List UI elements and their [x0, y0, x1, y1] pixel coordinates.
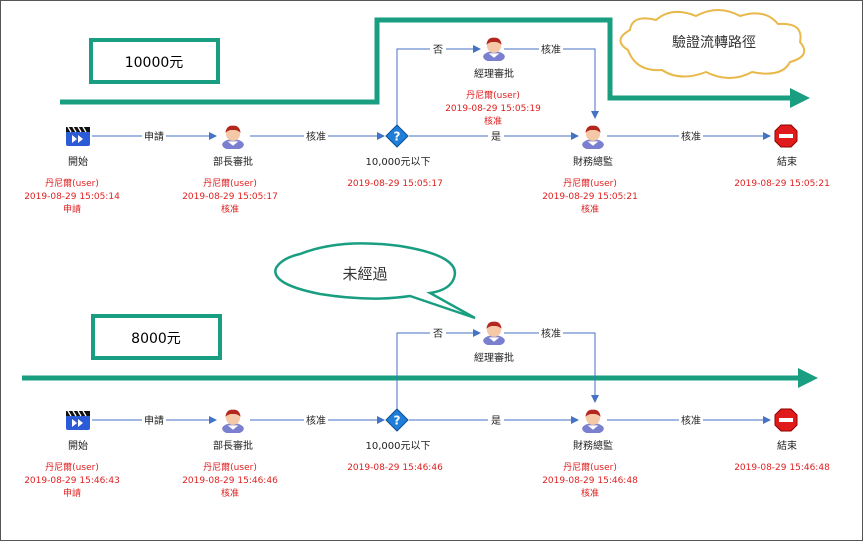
bottom-gate-time: 2019-08-29 15:46:46 — [347, 463, 443, 473]
top-fin-time: 2019-08-29 15:05:21 — [542, 192, 638, 202]
bottom-start-time: 2019-08-29 15:46:43 — [24, 476, 120, 486]
question-diamond-icon[interactable] — [385, 408, 409, 432]
top-amount-label: 10000元 — [125, 55, 184, 71]
bottom-dept-user: 丹尼爾(user) — [203, 462, 257, 473]
bottom-dept-label: 部長審批 — [213, 439, 253, 452]
bottom-edge-no — [396, 329, 481, 409]
bottom-flow: 8000元 未經過 申請 核准 是 否 核准 核准 開始 丹尼爾(user) 2… — [22, 242, 830, 499]
question-diamond-icon[interactable] — [385, 124, 409, 148]
top-fin-label: 財務總監 — [573, 155, 613, 168]
bottom-edge-approve3-label: 核准 — [681, 414, 701, 427]
user-person-icon[interactable] — [582, 125, 604, 150]
top-edge-approve3-label: 核准 — [681, 130, 701, 143]
bottom-fin-time: 2019-08-29 15:46:48 — [542, 476, 638, 486]
bottom-gate-label: 10,000元以下 — [366, 441, 431, 452]
bottom-amount-box — [91, 314, 222, 360]
top-edge-yes-label: 是 — [491, 131, 501, 143]
top-cloud — [619, 9, 806, 79]
top-edge-no-label: 否 — [433, 44, 443, 56]
bottom-bubble-label: 未經過 — [342, 265, 387, 283]
top-edge-approve2 — [504, 48, 599, 119]
stop-sign-icon[interactable] — [774, 124, 798, 148]
top-dept-action: 核准 — [221, 203, 239, 215]
user-person-icon[interactable] — [483, 321, 505, 346]
top-dept-label: 部長審批 — [213, 155, 253, 168]
bottom-start-action: 申請 — [63, 487, 81, 499]
user-person-icon[interactable] — [222, 409, 244, 434]
bottom-mgr-label: 經理審批 — [474, 351, 514, 364]
top-start-action: 申請 — [63, 203, 81, 215]
bottom-edge-apply-label: 申請 — [144, 414, 164, 427]
top-edge-apply-label: 申請 — [144, 130, 164, 143]
bottom-dept-action: 核准 — [221, 487, 239, 499]
bottom-teal-arrowhead — [798, 368, 818, 388]
bottom-fin-user: 丹尼爾(user) — [563, 462, 617, 473]
top-mgr-time: 2019-08-29 15:05:19 — [445, 104, 541, 114]
top-dept-user: 丹尼爾(user) — [203, 178, 257, 189]
top-edge-approve2-label: 核准 — [541, 43, 561, 56]
top-gate-label: 10,000元以下 — [366, 157, 431, 168]
top-fin-action: 核准 — [581, 203, 599, 215]
top-mgr-action: 核准 — [484, 115, 502, 127]
bottom-edge-approve1-label: 核准 — [306, 414, 326, 427]
bottom-edge-yes-label: 是 — [491, 415, 501, 427]
top-gate-time: 2019-08-29 15:05:17 — [347, 179, 443, 189]
top-edge-no — [396, 45, 481, 125]
top-dept-time: 2019-08-29 15:05:17 — [182, 192, 278, 202]
top-cloud-label: 驗證流轉路徑 — [672, 34, 756, 51]
film-clapper-icon[interactable] — [65, 126, 91, 147]
user-person-icon[interactable] — [483, 37, 505, 62]
top-amount-box — [89, 38, 220, 84]
bottom-speech-bubble — [274, 242, 476, 320]
film-clapper-icon[interactable] — [65, 410, 91, 431]
top-flow: 10000元 驗證流轉路徑 申請 核准 是 否 核准 核准 開始 丹尼爾(use… — [24, 9, 830, 215]
bottom-end-label: 結束 — [777, 439, 797, 452]
top-start-time: 2019-08-29 15:05:14 — [24, 192, 120, 202]
bottom-edge-no-label: 否 — [433, 328, 443, 340]
top-start-label: 開始 — [68, 155, 88, 168]
bottom-start-label: 開始 — [68, 439, 88, 452]
bottom-fin-label: 財務總監 — [573, 439, 613, 452]
top-mgr-user: 丹尼爾(user) — [466, 90, 520, 101]
top-mgr-label: 經理審批 — [474, 67, 514, 80]
top-teal-path — [60, 17, 795, 105]
user-person-icon[interactable] — [582, 409, 604, 434]
stop-sign-icon[interactable] — [774, 408, 798, 432]
bottom-edge-approve2 — [504, 332, 599, 403]
bottom-fin-action: 核准 — [581, 487, 599, 499]
top-edge-approve1-label: 核准 — [306, 130, 326, 143]
bottom-dept-time: 2019-08-29 15:46:46 — [182, 476, 278, 486]
top-teal-arrowhead — [790, 88, 810, 108]
top-start-user: 丹尼爾(user) — [45, 178, 99, 189]
top-end-time: 2019-08-29 15:05:21 — [734, 179, 830, 189]
bottom-edge-approve2-label: 核准 — [541, 327, 561, 340]
bottom-end-time: 2019-08-29 15:46:48 — [734, 463, 830, 473]
user-person-icon[interactable] — [222, 125, 244, 150]
bottom-amount-label: 8000元 — [131, 331, 181, 347]
top-fin-user: 丹尼爾(user) — [563, 178, 617, 189]
bottom-start-user: 丹尼爾(user) — [45, 462, 99, 473]
top-end-label: 結束 — [777, 155, 797, 168]
